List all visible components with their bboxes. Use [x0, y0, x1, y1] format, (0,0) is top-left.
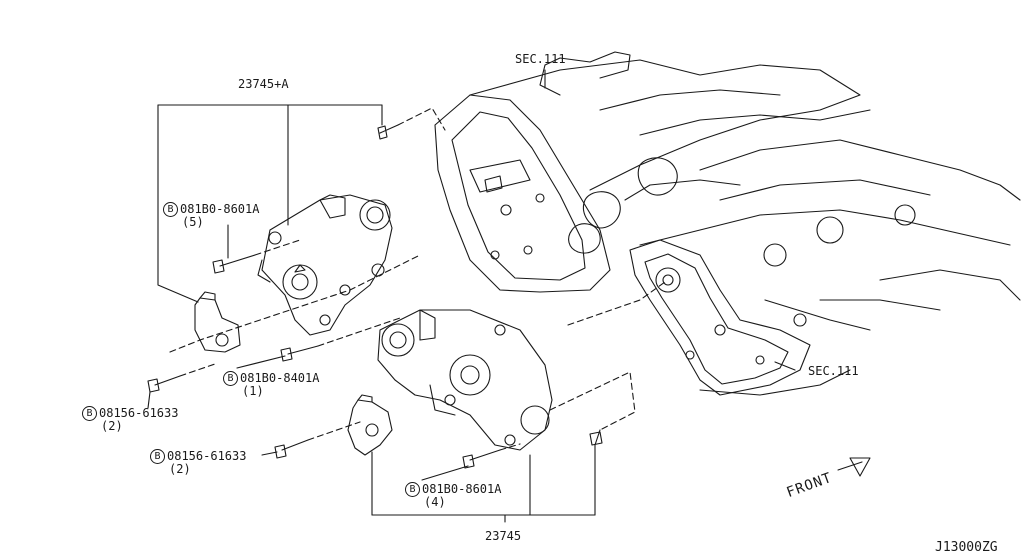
bolts	[147, 124, 603, 469]
engine-block	[434, 51, 1021, 396]
bolt-mark-icon: B	[150, 449, 165, 464]
callout-part-number: 081B0-8601A	[180, 202, 260, 216]
callout-part-number: 081B0-8401A	[240, 371, 320, 385]
top-assembly-label: 23745+A	[238, 77, 289, 91]
bolt-mark-icon: B	[405, 482, 420, 497]
sec-right-label: SEC.111	[808, 364, 859, 378]
callout-quantity: (4)	[424, 495, 446, 509]
callout-quantity: (1)	[242, 384, 264, 398]
bolt-mark-icon: B	[223, 371, 238, 386]
diagram-code: J13000ZG	[935, 540, 998, 555]
callout-quantity: (2)	[169, 462, 191, 476]
callout-quantity: (2)	[101, 419, 123, 433]
bolt-mark-icon: B	[82, 406, 97, 421]
bottom-assembly-label: 23745	[485, 529, 522, 543]
leader-lines	[147, 69, 796, 523]
front-arrow-icon	[837, 457, 871, 477]
callout-quantity: (5)	[182, 215, 204, 229]
upper-cam-sensor	[194, 291, 241, 353]
callout-part-number: 08156-61633	[99, 406, 179, 420]
dashed-lines	[169, 107, 666, 451]
callout-part-number: 081B0-8601A	[422, 482, 502, 496]
lower-cam-sensor	[347, 394, 393, 456]
bolt-mark-icon: B	[163, 202, 178, 217]
callout-part-number: 08156-61633	[167, 449, 247, 463]
sec-top-label: SEC.111	[515, 52, 566, 66]
upper-vtc-unit	[257, 194, 393, 336]
lower-vtc-unit	[377, 309, 553, 451]
